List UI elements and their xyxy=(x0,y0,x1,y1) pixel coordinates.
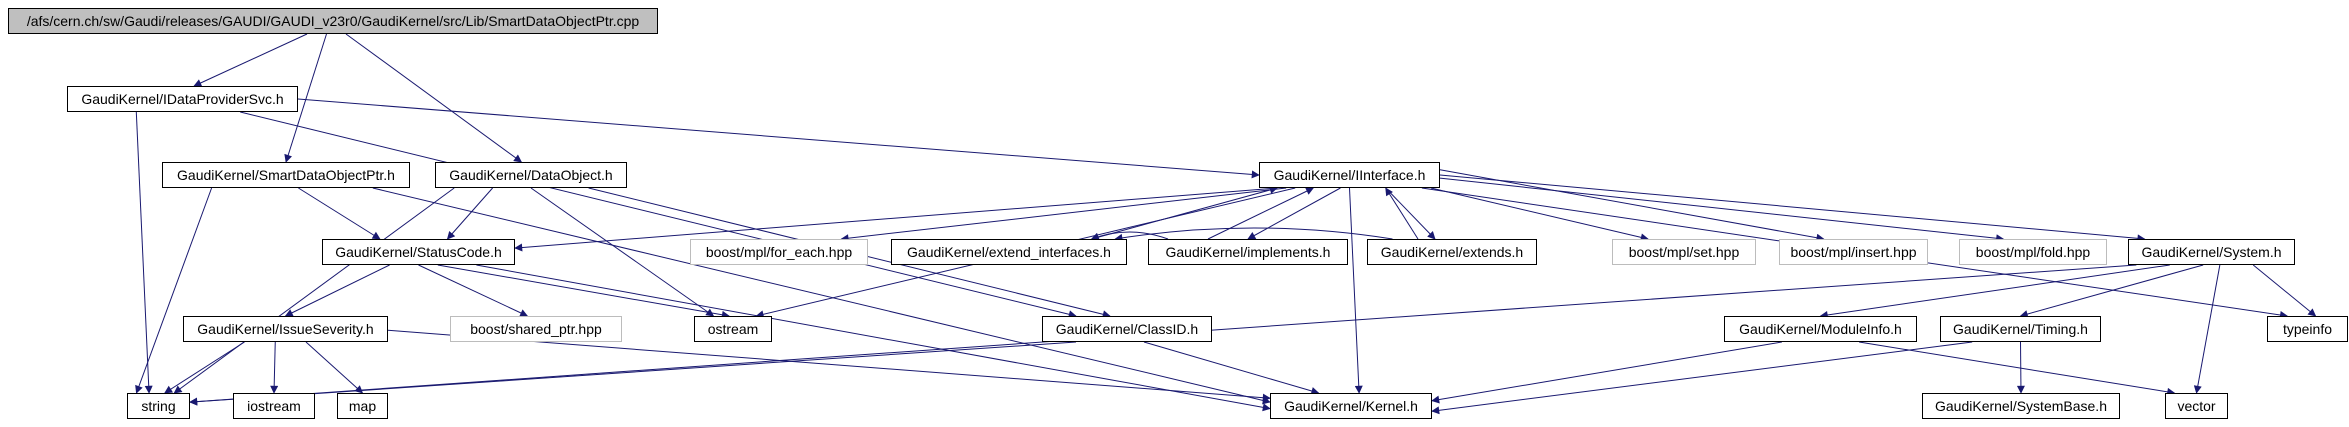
graph-node-mpl_insert: boost/mpl/insert.hpp xyxy=(1779,239,1928,265)
graph-edge-issueseverity-string xyxy=(164,341,245,394)
graph-node-dataobject[interactable]: GaudiKernel/DataObject.h xyxy=(435,162,627,188)
graph-edge-statuscode-issueseverity xyxy=(284,264,390,317)
graph-edge-extend_interfaces-iinterface xyxy=(1091,186,1278,240)
graph-edge-cpp-smartdataobjectptr xyxy=(284,33,327,163)
graph-edge-layer xyxy=(135,33,2317,415)
graph-edge-moduleinfo-vector xyxy=(1859,341,2176,396)
graph-node-kernel[interactable]: GaudiKernel/Kernel.h xyxy=(1270,393,1432,419)
graph-edge-system-timing xyxy=(2019,264,2204,318)
graph-node-issueseverity[interactable]: GaudiKernel/IssueSeverity.h xyxy=(183,316,388,342)
graph-edge-iinterface-for_each xyxy=(840,187,1287,243)
graph-edge-idataprovidersvc-iinterface xyxy=(297,98,1260,179)
graph-edge-system-typeinfo xyxy=(2252,264,2317,317)
graph-edge-system-vector xyxy=(2193,264,2221,394)
graph-edge-statuscode-kernel xyxy=(476,264,1271,412)
graph-node-map[interactable]: map xyxy=(337,393,388,419)
graph-node-statuscode[interactable]: GaudiKernel/StatusCode.h xyxy=(322,239,515,265)
graph-node-mpl_set: boost/mpl/set.hpp xyxy=(1612,239,1756,265)
graph-node-implements[interactable]: GaudiKernel/implements.h xyxy=(1148,239,1348,265)
graph-edge-iinterface-extends xyxy=(1385,187,1436,240)
graph-edge-smartdataobjectptr-string xyxy=(135,187,213,394)
graph-edge-statuscode-shared_ptr xyxy=(418,264,529,317)
graph-edge-dataobject-string xyxy=(173,187,455,394)
graph-node-cpp: /afs/cern.ch/sw/Gaudi/releases/GAUDI/GAU… xyxy=(8,8,658,34)
graph-edge-moduleinfo-kernel xyxy=(1431,341,1782,404)
graph-edge-smartdataobjectptr-statuscode xyxy=(298,187,381,240)
graph-node-system[interactable]: GaudiKernel/System.h xyxy=(2128,239,2295,265)
graph-node-iinterface[interactable]: GaudiKernel/IInterface.h xyxy=(1259,162,1440,188)
graph-edge-issueseverity-iostream xyxy=(270,341,279,394)
graph-edge-idataprovidersvc-string xyxy=(135,111,153,394)
graph-node-vector[interactable]: vector xyxy=(2165,393,2228,419)
graph-edge-timing-systembase xyxy=(2016,341,2025,394)
graph-node-timing[interactable]: GaudiKernel/Timing.h xyxy=(1940,316,2101,342)
graph-edge-iinterface-system xyxy=(1439,174,2146,243)
graph-edge-cpp-idataprovidersvc xyxy=(193,33,308,87)
graph-edge-system-moduleinfo xyxy=(1819,264,2170,319)
graph-node-idataprovidersvc[interactable]: GaudiKernel/IDataProviderSvc.h xyxy=(67,86,298,112)
graph-node-typeinfo[interactable]: typeinfo xyxy=(2267,316,2348,342)
graph-edge-iinterface-mpl_fold xyxy=(1439,177,2005,243)
graph-edge-implements-iinterface xyxy=(1207,187,1315,240)
graph-edge-dataobject-statuscode xyxy=(446,187,493,240)
graph-edge-dataobject-ostream xyxy=(530,187,715,317)
graph-edge-statuscode-ostream xyxy=(437,264,730,319)
graph-node-extend_interfaces[interactable]: GaudiKernel/extend_interfaces.h xyxy=(891,239,1127,265)
graph-node-extends[interactable]: GaudiKernel/extends.h xyxy=(1367,239,1537,265)
graph-node-ostream[interactable]: ostream xyxy=(694,316,772,342)
graph-edge-iinterface-statuscode xyxy=(514,187,1278,252)
graph-edge-issueseverity-map xyxy=(305,341,364,394)
graph-node-iostream[interactable]: iostream xyxy=(233,393,315,419)
graph-node-systembase[interactable]: GaudiKernel/SystemBase.h xyxy=(1922,393,2120,419)
graph-node-mpl_fold: boost/mpl/fold.hpp xyxy=(1959,239,2107,265)
graph-node-string[interactable]: string xyxy=(127,393,190,419)
graph-edge-smartdataobjectptr-kernel xyxy=(372,187,1271,405)
graph-node-shared_ptr: boost/shared_ptr.hpp xyxy=(450,316,622,342)
graph-edge-idataprovidersvc-classid xyxy=(240,111,1077,319)
graph-node-moduleinfo[interactable]: GaudiKernel/ModuleInfo.h xyxy=(1724,316,1917,342)
graph-edge-iinterface-mpl_set xyxy=(1430,187,1649,242)
graph-edge-cpp-dataobject xyxy=(345,33,523,163)
graph-edge-iinterface-implements xyxy=(1247,187,1341,240)
graph-node-classid[interactable]: GaudiKernel/ClassID.h xyxy=(1042,316,1212,342)
graph-edge-classid-kernel xyxy=(1143,341,1320,395)
graph-edge-iinterface-mpl_insert xyxy=(1439,169,1825,242)
graph-edge-iinterface-kernel xyxy=(1349,187,1363,394)
graph-edge-extends-extend_interfaces xyxy=(1114,227,1393,242)
graph-edge-implements-extend_interfaces xyxy=(1090,231,1169,241)
graph-edge-timing-kernel xyxy=(1431,341,1973,415)
graph-edge-extends-iinterface xyxy=(1385,187,1419,240)
graph-node-smartdataobjectptr[interactable]: GaudiKernel/SmartDataObjectPtr.h xyxy=(162,162,410,188)
graph-node-for_each: boost/mpl/for_each.hpp xyxy=(690,239,868,265)
